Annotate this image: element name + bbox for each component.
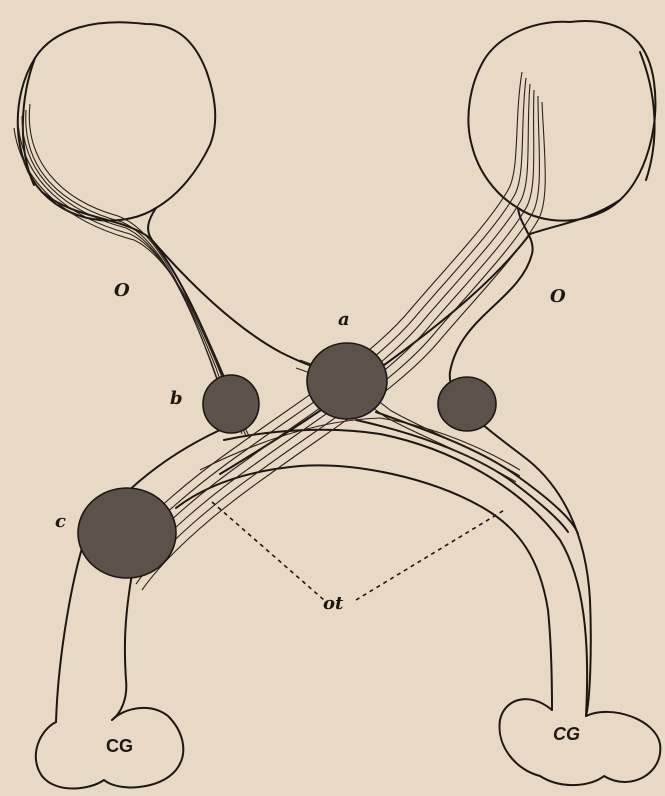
lesion-c: [78, 488, 176, 578]
lesion-right: [438, 377, 496, 431]
label-geniculate-right: CG: [553, 724, 580, 744]
label-optic-tract: ot: [323, 593, 344, 614]
lesion-b: [203, 375, 259, 433]
label-optic-nerve-right: O: [550, 286, 566, 307]
label-lesion-a: a: [338, 309, 350, 330]
label-geniculate-left: CG: [106, 736, 133, 756]
label-lesion-c: c: [55, 511, 66, 532]
lesion-a: [307, 343, 387, 419]
label-lesion-b: b: [170, 388, 183, 409]
label-optic-nerve-left: O: [114, 280, 130, 301]
